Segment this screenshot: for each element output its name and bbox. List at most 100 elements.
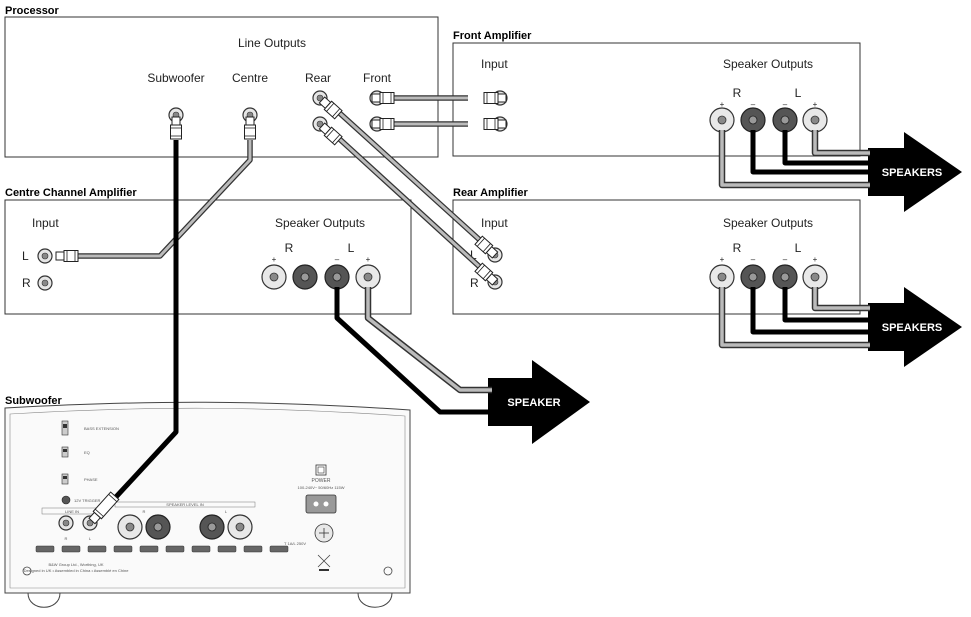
- phase-label: PHASE: [84, 477, 98, 482]
- centre-amp-r-minus-terminal: [292, 264, 318, 290]
- rear-amp-l-plus-terminal: [802, 264, 828, 290]
- rear-amp-title: Rear Amplifier: [453, 187, 529, 199]
- centre-interconnect-cable: [78, 140, 253, 259]
- polarity-minus: –: [751, 100, 756, 109]
- front-amp-l-label: L: [795, 86, 802, 100]
- processor-front-label: Front: [363, 71, 392, 85]
- front-amp-l-minus-terminal: [772, 107, 798, 133]
- front-amp-box: [452, 42, 861, 157]
- centre-amp-input-r-jack: [37, 275, 53, 291]
- rear-speaker-cables: [718, 287, 870, 349]
- rca-plug: [483, 118, 507, 130]
- trigger-label: 12V TRIGGER: [74, 498, 100, 503]
- polarity-minus: –: [783, 100, 788, 109]
- subwoofer-title: Subwoofer: [5, 395, 63, 407]
- line-in-label: LINE IN: [65, 509, 79, 514]
- power-voltage-label: 100-240V~ 50/60Hz 115W: [298, 485, 345, 490]
- rear-amp-l-in-label: L: [470, 248, 477, 262]
- rear-amp-box: [452, 199, 861, 315]
- subwoofer-speaker-level-in: SPEAKER LEVEL IN R L: [114, 501, 256, 540]
- line-in-l-label: L: [89, 536, 92, 541]
- origin-label: Designed in UK • Assembled in China • As…: [24, 568, 130, 573]
- subwoofer-vents: [35, 545, 289, 553]
- rear-amp-l-out-label: L: [795, 241, 802, 255]
- centre-speaker-arrow: SPEAKER: [488, 360, 590, 444]
- centre-amp-r-plus-terminal: [261, 264, 287, 290]
- centre-amp-l-minus-terminal: [324, 264, 350, 290]
- centre-amp-r-out-label: R: [285, 241, 294, 255]
- company-label: B&W Group Ltd., Worthing, UK: [48, 562, 103, 567]
- processor-rear-label: Rear: [305, 71, 331, 85]
- speaker-level-in-terminal: [145, 514, 171, 540]
- polarity-minus: –: [783, 255, 788, 264]
- rear-interconnect-cables: [317, 95, 500, 287]
- centre-speaker-cables: [334, 287, 492, 415]
- front-amp-speaker-outputs-label: Speaker Outputs: [723, 57, 813, 71]
- rear-amp-r-minus-terminal: [740, 264, 766, 290]
- power-inlet: [305, 494, 337, 514]
- polarity-plus: +: [720, 100, 725, 109]
- processor-line-outputs-label: Line Outputs: [238, 36, 306, 50]
- centre-amp-r-label: R: [22, 276, 31, 290]
- polarity-minus: –: [751, 255, 756, 264]
- power-switch: [315, 464, 327, 476]
- front-amp-r-plus-terminal: [709, 107, 735, 133]
- speaker-level-in-label: SPEAKER LEVEL IN: [166, 502, 204, 507]
- weee-bin-icon: [317, 554, 331, 568]
- subwoofer-panel: [4, 401, 411, 608]
- rca-plug: [371, 92, 395, 104]
- polarity-plus: +: [720, 255, 725, 264]
- centre-amp-l-out-label: L: [348, 241, 355, 255]
- polarity-plus: +: [272, 255, 277, 264]
- line-in-r-label: R: [65, 536, 68, 541]
- rca-plug: [170, 116, 182, 140]
- centre-speaker-label: SPEAKER: [507, 397, 560, 409]
- power-label: POWER: [312, 478, 331, 484]
- subwoofer-cable: [113, 140, 179, 500]
- eq-label: EQ: [84, 450, 90, 455]
- polarity-plus: +: [813, 255, 818, 264]
- rca-plug: [55, 250, 79, 262]
- rear-amp-r-plus-terminal: [709, 264, 735, 290]
- speaker-level-in-l-label: L: [225, 509, 228, 514]
- processor-box: [4, 16, 439, 158]
- processor-title: Processor: [5, 5, 60, 17]
- rear-speakers-label: SPEAKERS: [882, 322, 943, 334]
- centre-amp-speaker-outputs-label: Speaker Outputs: [275, 216, 365, 230]
- rca-plug: [483, 92, 507, 104]
- subwoofer-rca-plug: [88, 491, 120, 525]
- centre-amp-l-label: L: [22, 249, 29, 263]
- polarity-plus: +: [813, 100, 818, 109]
- front-speaker-cables: [718, 130, 870, 189]
- speaker-level-in-r-label: R: [143, 509, 146, 514]
- rear-amp-speaker-outputs-label: Speaker Outputs: [723, 216, 813, 230]
- front-amp-r-minus-terminal: [740, 107, 766, 133]
- rear-amp-input-label: Input: [481, 216, 508, 230]
- polarity-minus: –: [335, 255, 340, 264]
- trigger-jack: [61, 495, 71, 505]
- speaker-level-in-terminal: [117, 514, 143, 540]
- screw-icon: [383, 566, 393, 576]
- rear-amp-l-minus-terminal: [772, 264, 798, 290]
- subwoofer-switches: BASS EXTENSION EQ PHASE: [61, 420, 119, 485]
- subwoofer-power: POWER 100-240V~ 50/60Hz 115W T 1A/L 250V: [284, 464, 345, 571]
- rear-amp-r-in-label: R: [470, 276, 479, 290]
- processor-subwoofer-label: Subwoofer: [147, 71, 204, 85]
- centre-amp-input-label: Input: [32, 216, 59, 230]
- centre-amp-input-l-jack: [37, 248, 53, 264]
- speaker-level-in-terminal: [227, 514, 253, 540]
- rca-plug: [371, 118, 395, 130]
- screw-icon: [22, 566, 32, 576]
- polarity-plus: +: [366, 255, 371, 264]
- centre-amp-l-plus-terminal: [355, 264, 381, 290]
- front-amp-title: Front Amplifier: [453, 30, 532, 42]
- front-speakers-arrow: SPEAKERS: [868, 132, 962, 212]
- rear-amp-r-out-label: R: [733, 241, 742, 255]
- fuse-label: T 1A/L 250V: [284, 541, 306, 546]
- subwoofer-line-in-r-jack: [58, 515, 74, 531]
- centre-amp-title: Centre Channel Amplifier: [5, 187, 137, 199]
- rca-plug: [244, 116, 256, 140]
- processor-centre-label: Centre: [232, 71, 268, 85]
- bass-extension-label: BASS EXTENSION: [84, 426, 119, 431]
